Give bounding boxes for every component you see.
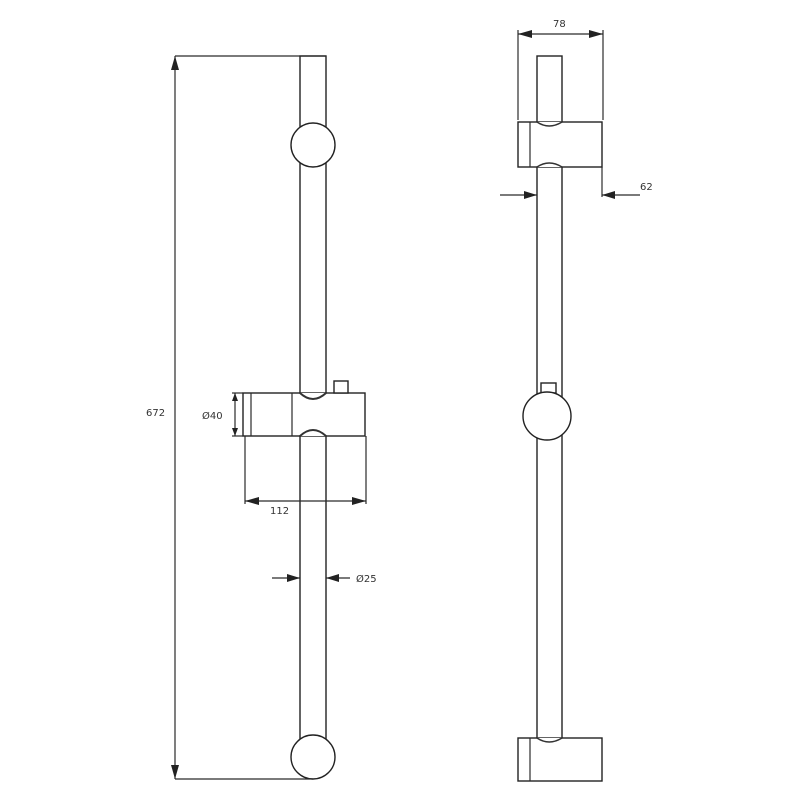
dimension-total-length <box>171 55 326 780</box>
slider <box>242 380 366 437</box>
label-total-length: 672 <box>146 408 165 419</box>
dimension-wall-offset <box>500 167 640 199</box>
top-bracket <box>290 122 336 168</box>
label-slider-width: 112 <box>270 506 289 517</box>
label-slider-diameter: Ø40 <box>202 410 223 422</box>
side-view: 78 62 <box>500 19 653 782</box>
label-wall-offset: 62 <box>640 182 653 193</box>
label-rod-diameter: Ø25 <box>356 573 377 585</box>
label-mount-depth: 78 <box>553 19 566 30</box>
side-bottom-mount <box>517 737 603 782</box>
side-top-mount <box>517 121 603 168</box>
dimension-slider-width <box>244 436 367 505</box>
slider-button <box>333 380 349 394</box>
bottom-bracket <box>290 734 336 780</box>
dimension-mount-depth <box>517 30 604 120</box>
side-slider <box>522 382 572 441</box>
dimension-rod-diameter <box>272 574 350 582</box>
front-view: 672 Ø40 112 Ø25 <box>146 55 377 780</box>
dimension-slider-diameter <box>232 392 243 437</box>
